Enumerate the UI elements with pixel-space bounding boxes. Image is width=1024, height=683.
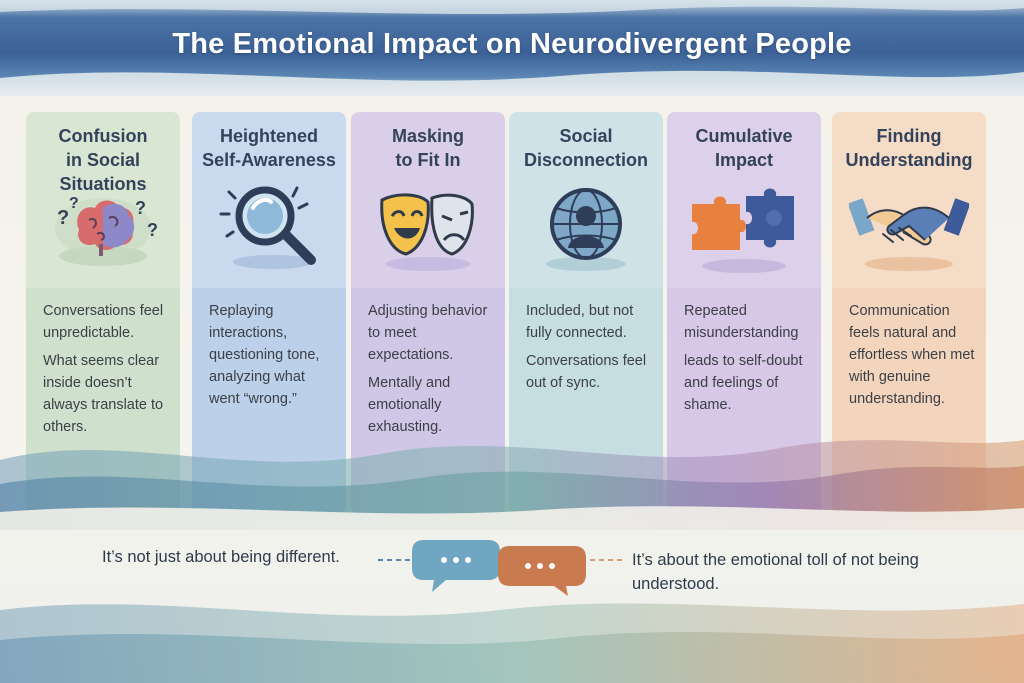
svg-text:?: ? xyxy=(147,220,158,240)
decorative-waves xyxy=(0,440,1024,530)
panel-top xyxy=(667,112,821,288)
puzzle-pieces-icon xyxy=(692,188,794,273)
title-band: The Emotional Impact on Neurodivergent P… xyxy=(0,0,1024,96)
panel-heading-line: Confusion xyxy=(58,126,148,146)
panel-heading: Masking to Fit In xyxy=(351,124,505,172)
panel-body-text: Adjusting behavior to meet expectations. xyxy=(368,303,488,363)
panel-heading-line: Finding xyxy=(876,126,942,146)
svg-text:?: ? xyxy=(135,198,146,218)
tagline-left: It’s not just about being different. xyxy=(102,548,340,566)
panel-body: Conversations feel unpredictable. What s… xyxy=(43,300,173,444)
speech-bubble-blue-icon xyxy=(378,540,500,592)
panel-body-text: Conversations feel out of sync. xyxy=(526,353,647,391)
title-band-waves xyxy=(0,0,1024,96)
brain-question-icon: ? ? ? ? xyxy=(55,195,158,266)
panel-heading-line: Understanding xyxy=(845,150,973,170)
panel-body: Communication feels natural and effortle… xyxy=(849,300,979,416)
svg-text:?: ? xyxy=(69,195,79,212)
panel-confusion: Confusion in Social Situations ? ? ? ? C… xyxy=(26,112,180,514)
handshake-icon xyxy=(849,198,969,271)
panel-body-text: leads to self-doubt and feelings of sham… xyxy=(684,353,803,413)
bottom-decorative-waves xyxy=(0,603,1024,683)
panel-heading-line: in Social Situations xyxy=(59,150,147,194)
panel-body-text: Communication feels natural and effortle… xyxy=(849,303,975,407)
panel-body-text: Replaying interactions, questioning tone… xyxy=(209,303,320,407)
panel-heading-line: Cumulative xyxy=(695,126,793,146)
panel-cumulative: Cumulative Impact Repeated misunderstand… xyxy=(667,112,821,514)
panel-heading: Heightened Self-Awareness xyxy=(192,124,346,172)
panel-heading: Finding Understanding xyxy=(832,124,986,172)
tagline-right: It’s about the emotional toll of not bei… xyxy=(632,551,919,593)
speech-bubble-orange-icon xyxy=(498,546,626,596)
panel-heading-line: Disconnection xyxy=(523,150,648,170)
panel-body-text: What seems clear inside doesn’t always t… xyxy=(43,353,164,435)
speech-bubbles xyxy=(378,540,626,596)
panel-body: Replaying interactions, questioning tone… xyxy=(209,300,339,416)
panel-heading-line: Self-Awareness xyxy=(202,150,336,170)
panel-body-text: Mentally and emotionally exhausting. xyxy=(368,375,451,435)
panel-heading-line: to Fit In xyxy=(395,150,461,170)
panel-heading-line: Impact xyxy=(714,150,774,170)
panel-body: Adjusting behavior to meet expectations.… xyxy=(368,300,498,444)
panel-heading: Confusion in Social Situations xyxy=(26,124,180,196)
panel-heading-line: Social xyxy=(559,126,613,146)
page-title: The Emotional Impact on Neurodivergent P… xyxy=(172,28,852,60)
panel-heading-line: Heightened xyxy=(219,126,318,146)
globe-person-icon xyxy=(546,188,626,271)
magnifying-glass-icon xyxy=(219,186,316,269)
svg-text:?: ? xyxy=(57,207,69,229)
panel-body: Repeated misunderstanding leads to self-… xyxy=(684,300,814,422)
panel-body-text: Included, but not fully connected. xyxy=(526,303,634,341)
panel-body: Included, but not fully connected. Conve… xyxy=(526,300,656,400)
panel-body-text: Conversations feel unpredictable. xyxy=(43,303,164,341)
panel-heading: Cumulative Impact xyxy=(667,124,821,172)
panel-heading-line: Masking xyxy=(391,126,465,146)
panel-heading: Social Disconnection xyxy=(509,124,663,172)
panel-body-text: Repeated misunderstanding xyxy=(684,303,799,341)
theater-masks-icon xyxy=(380,193,474,271)
